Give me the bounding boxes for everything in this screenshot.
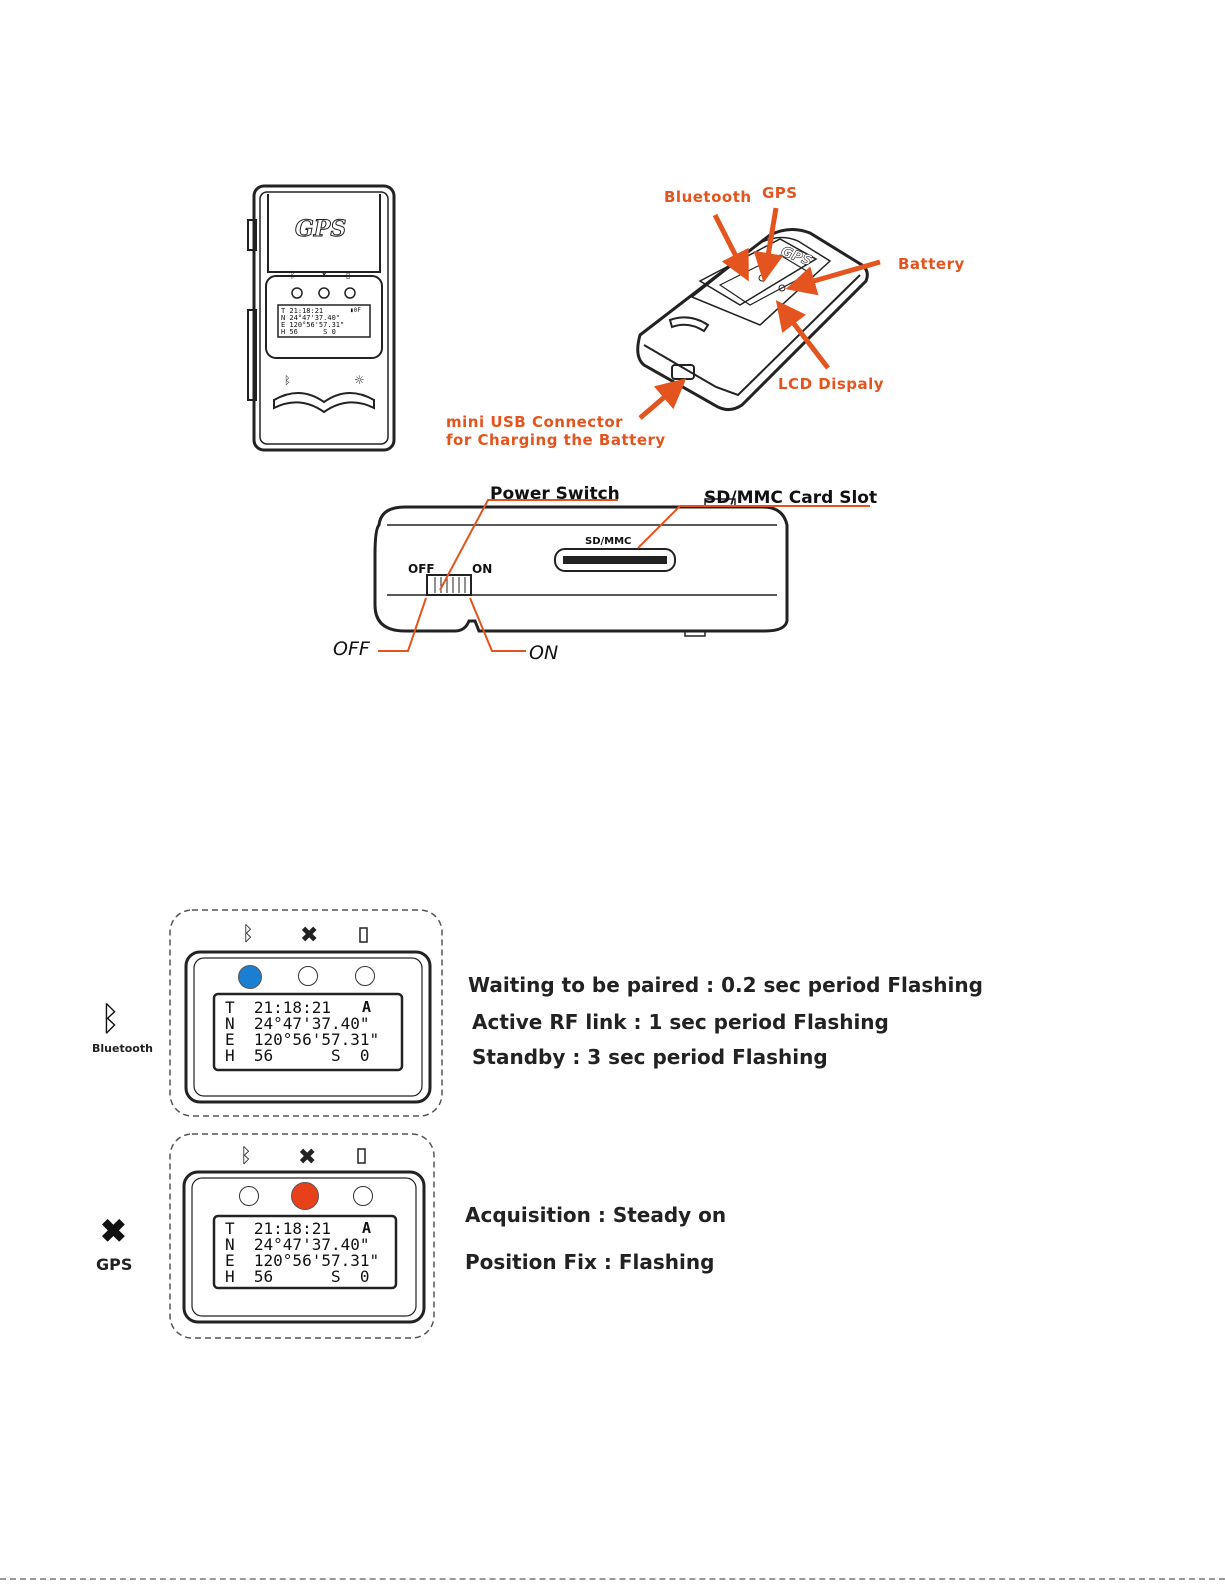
legend-bt-line-2: Active RF link : 1 sec period Flashing <box>472 1010 889 1034</box>
legend-gps-line-1: Acquisition : Steady on <box>465 1203 727 1227</box>
legend-panel-gps: ᛒ ✖ <box>168 1132 436 1340</box>
legend-gps-lcd-status: A <box>362 1219 372 1237</box>
label-slot: SD/MMC <box>585 536 632 547</box>
svg-text:ᛒ: ᛒ <box>290 270 295 281</box>
svg-text:ᛒ: ᛒ <box>240 1143 252 1167</box>
label-card-slot: SD/MMC Card Slot <box>704 488 878 508</box>
label-power-switch: Power Switch <box>490 484 620 504</box>
legend-bt-lcd-n: N 24°47'37.40" <box>225 1014 370 1033</box>
side-leader-lines <box>378 499 870 652</box>
callout-usb-line-2: for Charging the Battery <box>446 431 666 449</box>
legend-bt-lcd-e: E 120°56'57.31" <box>225 1030 380 1049</box>
device-front-outline: ᛒ ✕ ▯ ᛒ ☼ <box>247 184 396 452</box>
legend-gps-line-2: Position Fix : Flashing <box>465 1250 715 1274</box>
svg-text:✖: ✖ <box>300 923 318 948</box>
legend-bt-led-gps <box>298 966 318 986</box>
svg-text:☼: ☼ <box>354 373 365 387</box>
callout-usb-line-1: mini USB Connector <box>446 413 624 431</box>
legend-gps-lcd-t: T 21:18:21 <box>225 1219 331 1238</box>
label-off-large: OFF <box>333 638 370 660</box>
svg-text:ᛒ: ᛒ <box>284 374 291 387</box>
svg-text:✖: ✖ <box>298 1145 316 1170</box>
callout-bluetooth: Bluetooth <box>664 188 752 206</box>
legend-gps-lcd-n: N 24°47'37.40" <box>225 1235 370 1254</box>
callout-arrows <box>638 207 881 420</box>
legend-gps-led-battery <box>353 1186 373 1206</box>
label-off-small: OFF <box>408 562 435 576</box>
legend-bt-led-battery <box>355 966 375 986</box>
legend-bluetooth-icon: ᛒ <box>100 1000 121 1038</box>
front-lcd-line-1: T 21:18:21 <box>281 307 324 315</box>
svg-text:▯: ▯ <box>346 271 350 280</box>
legend-gps-icon: ✖ <box>100 1213 127 1249</box>
svg-text:ᛒ: ᛒ <box>242 921 254 945</box>
legend-bt-line-3: Standby : 3 sec period Flashing <box>472 1045 828 1069</box>
front-lcd-line-2: N 24°47'37.40" <box>281 314 341 322</box>
legend-gps-label: GPS <box>96 1255 133 1274</box>
label-on-small: ON <box>472 562 493 576</box>
legend-gps-led-gps <box>291 1182 319 1210</box>
front-lcd-status: ▮0F <box>350 307 361 314</box>
device-front-view: ᛒ ✕ ▯ ᛒ ☼ GPS T 21:18:21 ▮0F N 24°47'37.… <box>240 180 410 455</box>
front-logo: GPS <box>294 216 347 243</box>
callout-lcd: LCD Dispaly <box>778 375 885 393</box>
front-lcd-line-3: E 120°56'57.31" <box>281 321 345 329</box>
legend-bt-lcd-h: H 56 S 0 <box>225 1046 370 1065</box>
legend-gps-led-bluetooth <box>239 1186 259 1206</box>
legend-bt-led-bluetooth <box>238 965 262 989</box>
label-on-large: ON <box>529 642 559 664</box>
footer-rule <box>0 1578 1225 1580</box>
svg-text:✕: ✕ <box>320 270 328 281</box>
legend-gps-lcd-h: H 56 S 0 <box>225 1267 370 1286</box>
legend-bt-lcd-status: A <box>362 998 372 1016</box>
legend-gps-lcd-e: E 120°56'57.31" <box>225 1251 380 1270</box>
front-lcd-line-4: H 56 S 0 <box>281 328 336 336</box>
callout-gps: GPS <box>762 184 798 202</box>
legend-bluetooth-label: Bluetooth <box>92 1042 153 1055</box>
legend-panel-bluetooth: ᛒ ✖ <box>168 908 444 1118</box>
legend-bt-lcd-t: T 21:18:21 <box>225 998 331 1017</box>
legend-bt-line-1: Waiting to be paired : 0.2 sec period Fl… <box>468 973 983 997</box>
callout-battery: Battery <box>898 255 965 273</box>
